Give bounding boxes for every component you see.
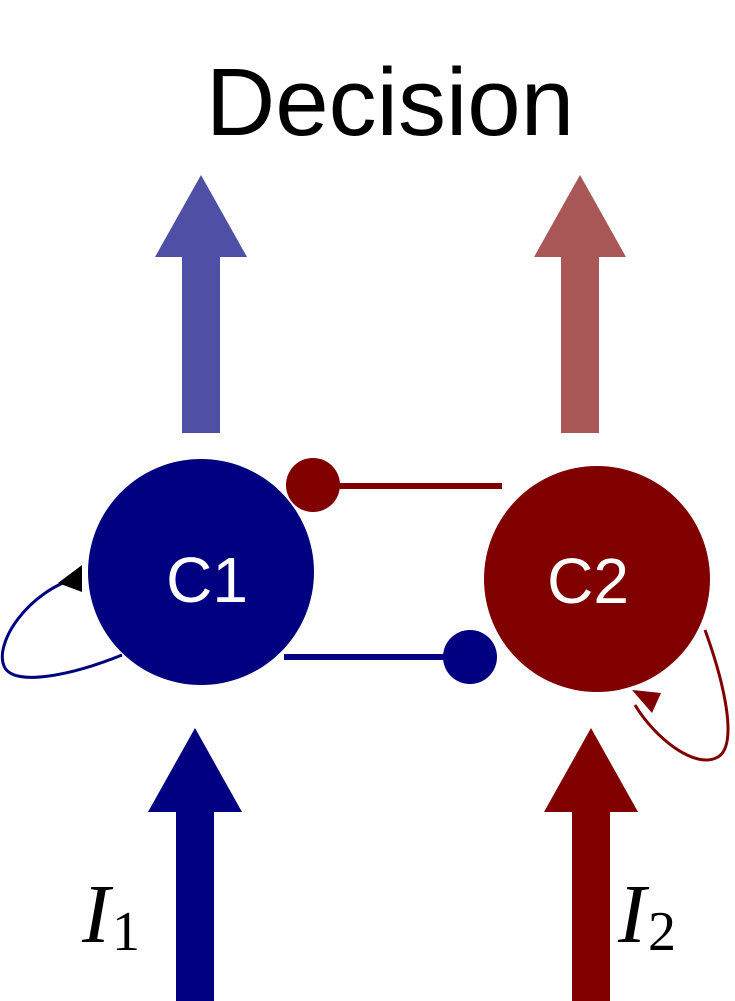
input-label-i2: I2 [617, 868, 676, 963]
input-label-i1: I1 [81, 868, 140, 963]
node-c1: C1 [88, 459, 314, 685]
node-c2: C2 [484, 466, 710, 692]
self-loop-c1-arrowhead [58, 565, 82, 592]
input-label-i2-subscript: 2 [648, 901, 676, 963]
input-label-i1-symbol: I [81, 868, 114, 961]
self-loop-c2 [632, 629, 730, 762]
diagram-title: Decision [206, 49, 574, 156]
self-loop-c2-arrowhead [632, 690, 661, 713]
node-c1-label: C1 [166, 544, 248, 616]
input-label-i2-symbol: I [617, 868, 650, 961]
inhibition-c1-to-c2 [284, 630, 497, 684]
decision-arrow-right [534, 175, 626, 433]
self-loop-c1 [0, 565, 123, 679]
decision-arrow-left [155, 175, 247, 433]
input-arrow-right [544, 728, 638, 1001]
input-label-i1-subscript: 1 [112, 901, 140, 963]
node-c2-label: C2 [547, 545, 629, 617]
inhibition-c2-to-c1 [286, 458, 502, 512]
input-arrow-left [148, 728, 242, 1001]
